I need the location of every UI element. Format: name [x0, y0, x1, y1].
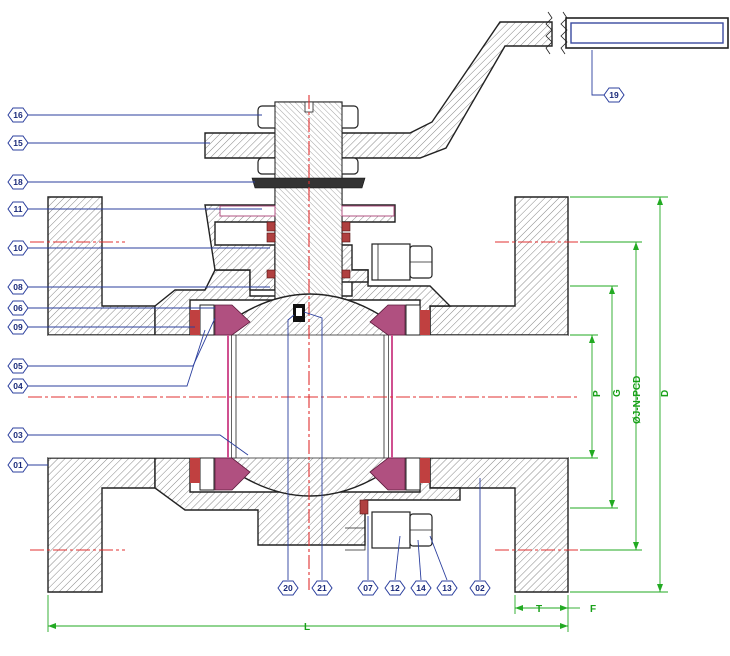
svg-text:11: 11: [14, 204, 23, 214]
svg-text:12: 12: [390, 583, 400, 593]
callout-08: 08: [7, 279, 29, 295]
callout-11: 11: [7, 201, 29, 217]
svg-text:03: 03: [13, 430, 23, 440]
callout-13: 13: [436, 580, 458, 596]
callout-16: 16: [7, 107, 29, 123]
dim-p: P: [592, 390, 603, 397]
callout-15: 15: [7, 135, 29, 151]
svg-text:05: 05: [13, 361, 23, 371]
callout-14: 14: [410, 580, 432, 596]
dim-g: G: [612, 389, 623, 397]
callout-12: 12: [384, 580, 406, 596]
svg-text:01: 01: [13, 460, 23, 470]
ball: [231, 293, 389, 497]
leaders: [24, 50, 614, 581]
svg-text:13: 13: [442, 583, 452, 593]
svg-text:06: 06: [13, 303, 23, 313]
dim-pcd: ØJ-N-PCD: [632, 376, 643, 424]
callout-03: 03: [7, 427, 29, 443]
dim-f: F: [590, 604, 596, 615]
svg-text:09: 09: [13, 322, 23, 332]
svg-text:07: 07: [363, 583, 373, 593]
callout-18: 18: [7, 174, 29, 190]
svg-text:04: 04: [13, 381, 23, 391]
svg-text:02: 02: [475, 583, 485, 593]
lever-handle: [204, 11, 729, 159]
callout-19: 19: [603, 87, 625, 103]
svg-text:14: 14: [416, 583, 426, 593]
callout-01: 01: [7, 457, 29, 473]
svg-text:18: 18: [13, 177, 23, 187]
callout-20: 20: [277, 580, 299, 596]
dim-t: T: [536, 604, 542, 615]
callout-02: 02: [469, 580, 491, 596]
dimensions: P G ØJ-N-PCD D T F L: [47, 196, 671, 633]
callout-21: 21: [311, 580, 333, 596]
bolts: [345, 243, 433, 551]
svg-text:08: 08: [13, 282, 23, 292]
callout-10: 10: [7, 240, 29, 256]
callout-09: 09: [7, 319, 29, 335]
callout-07: 07: [357, 580, 379, 596]
svg-text:16: 16: [13, 110, 23, 120]
svg-text:21: 21: [317, 583, 327, 593]
stem: [219, 101, 395, 303]
callout-05: 05: [7, 358, 29, 374]
svg-text:20: 20: [283, 583, 293, 593]
center-lines: [28, 95, 580, 590]
callout-06: 06: [7, 300, 29, 316]
svg-text:10: 10: [13, 243, 23, 253]
callout-04: 04: [7, 378, 29, 394]
svg-text:15: 15: [13, 138, 23, 148]
callout-labels: 16 15 18 11 10 08 06 09: [7, 87, 625, 596]
dim-d: D: [660, 390, 671, 397]
svg-text:19: 19: [609, 90, 619, 100]
dim-l: L: [304, 622, 310, 633]
